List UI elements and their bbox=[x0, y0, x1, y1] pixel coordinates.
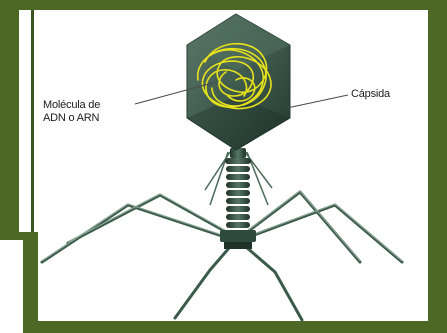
capsid-label: Cápsida bbox=[351, 88, 390, 101]
molecule-label: Molécula de ADN o ARN bbox=[43, 99, 143, 125]
tail-fibers bbox=[42, 192, 402, 320]
capsid-leader-line bbox=[287, 95, 348, 108]
molecule-label-line2: ADN o ARN bbox=[43, 112, 143, 125]
tail-sheath bbox=[220, 148, 256, 249]
molecule-label-line1: Molécula de bbox=[43, 99, 143, 112]
